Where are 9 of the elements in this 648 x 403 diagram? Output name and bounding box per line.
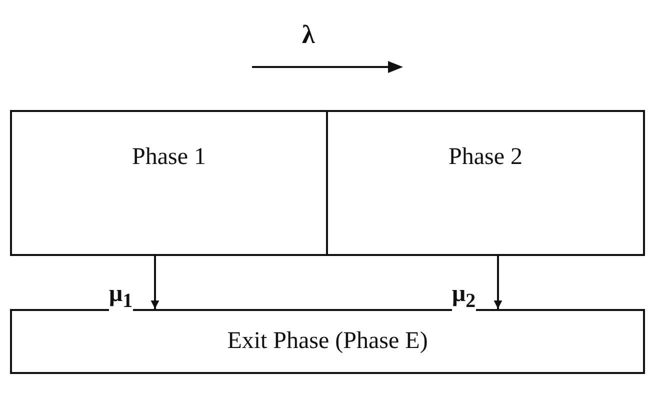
phase-box [10, 110, 328, 256]
phase-box [326, 110, 645, 256]
phase-label: Exit Phase (Phase E) [227, 328, 428, 355]
phase-label: Phase 1 [132, 144, 206, 171]
arrow [494, 256, 502, 309]
phase-label: Phase 2 [448, 144, 522, 171]
rate-label: λ [302, 22, 315, 48]
arrow [150, 256, 160, 309]
phase-box [10, 309, 645, 374]
